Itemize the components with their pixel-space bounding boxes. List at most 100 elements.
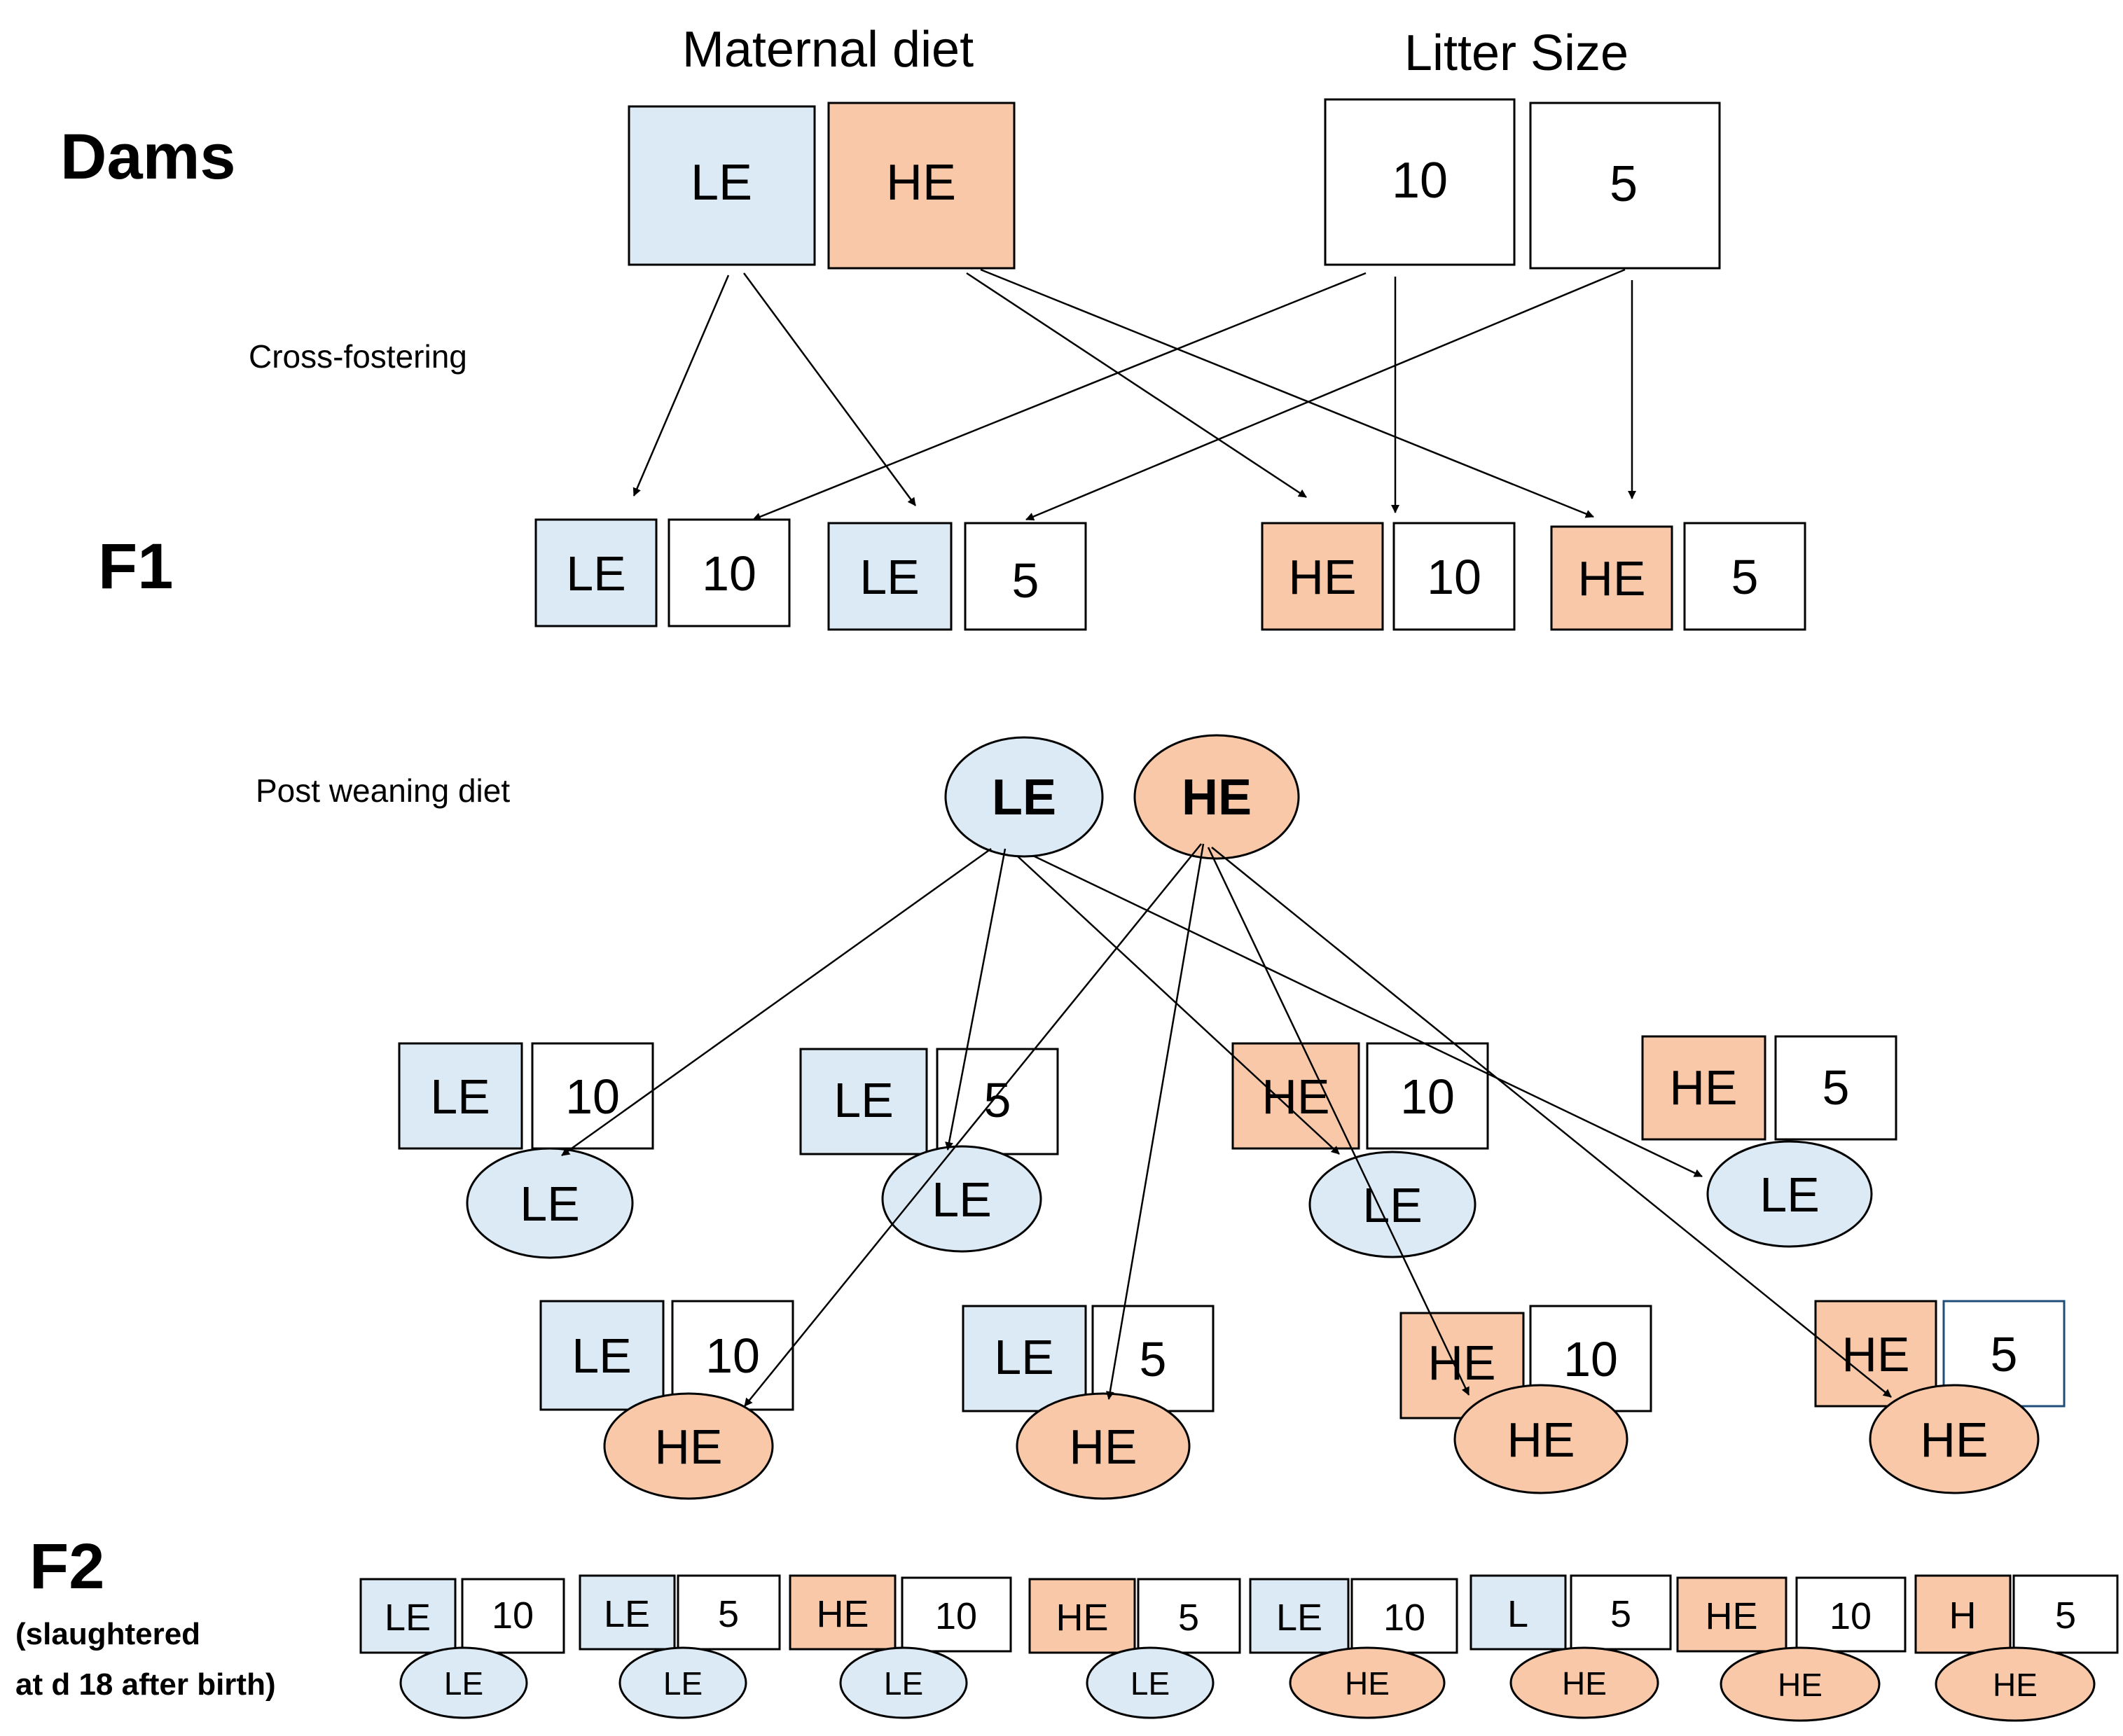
post-weaning-code: HE [1993, 1667, 2038, 1703]
post-weaning-he-node: HE [1133, 734, 1300, 860]
f2-group: LE 10 HE [1249, 1578, 1458, 1719]
f1-group: HE 5 [1550, 522, 1806, 631]
f2-group: LE 5 LE [579, 1574, 781, 1719]
litter-size: 5 [1178, 1597, 1199, 1639]
diet-code: HE [1841, 1327, 1909, 1382]
f2-note-line1: (slaughtered [15, 1617, 200, 1651]
arrow-pw-le-to-le5 [945, 848, 1007, 1151]
diet-code: HE [1261, 1069, 1329, 1124]
post-weaning-code: LE [663, 1665, 703, 1702]
diet-code: HE [816, 1593, 869, 1635]
diet-code: HE [1056, 1597, 1108, 1639]
diet-code: LE [572, 1328, 632, 1383]
litter-size: 5 [2055, 1595, 2076, 1637]
diet-code: LE [385, 1597, 431, 1639]
post-weaning-he-arrows [744, 843, 1892, 1407]
post-weaning-code: LE [1130, 1665, 1170, 1702]
litter-size: 5 [984, 1073, 1011, 1127]
arrow-pw-he-to-he5 [1211, 847, 1892, 1398]
diet-code: LE [566, 546, 626, 601]
post-weaning-diet-label: Post weaning diet [256, 772, 510, 809]
f1-le-post-group: LE 10 LE [398, 1042, 654, 1259]
f2-label: F2 [29, 1531, 104, 1602]
litter-size: 5 [1140, 1332, 1167, 1387]
arrow-pw-le-to-he5 [1032, 854, 1703, 1178]
post-weaning-code: HE [1778, 1667, 1823, 1703]
post-weaning-code: HE [1562, 1665, 1607, 1702]
litter-size: 10 [705, 1328, 760, 1383]
arrow-dam-he-to-f1-he5 [980, 268, 1594, 518]
dams-label: Dams [60, 121, 236, 193]
litter-size: 5 [718, 1593, 739, 1635]
post-weaning-he-text: HE [1182, 770, 1252, 826]
diet-code: LE [994, 1330, 1054, 1384]
f2-group: HE 10 LE [789, 1574, 1012, 1719]
arrow-dam-le-to-f1-le5 [742, 272, 917, 506]
f1-group: LE 5 [827, 522, 1087, 631]
litter-size: 10 [565, 1069, 620, 1124]
post-weaning-code: LE [444, 1665, 483, 1702]
diet-code: HE [1705, 1595, 1757, 1637]
diet-code: LE [1276, 1597, 1322, 1639]
f1-label: F1 [98, 531, 173, 602]
arrow-dam-le-to-f1-le10 [632, 275, 730, 497]
diet-code: HE [1669, 1060, 1737, 1115]
litter-size: 10 [492, 1595, 534, 1637]
post-weaning-le-node: LE [944, 736, 1104, 858]
f1-he-post-group: LE 10 HE [539, 1300, 794, 1500]
arrow-pw-he-to-he10 [1207, 847, 1470, 1396]
arrow-pw-le-to-le10 [561, 847, 992, 1157]
post-weaning-le-arrows [561, 847, 1703, 1178]
diet-code: LE [859, 550, 920, 604]
dam-litter-10-text: 10 [1392, 153, 1448, 209]
dam-litter-5-box: 5 [1529, 102, 1721, 270]
post-weaning-code: LE [520, 1176, 580, 1231]
cross-fostering-arrows [632, 268, 1636, 521]
litter-size: 10 [1563, 1332, 1618, 1387]
post-weaning-code: HE [654, 1419, 722, 1474]
diet-code: LE [604, 1593, 650, 1635]
litter-size-heading: Litter Size [1404, 25, 1628, 81]
litter-size: 5 [1823, 1060, 1850, 1115]
maternal-diet-heading: Maternal diet [682, 22, 974, 78]
litter-size: 5 [1991, 1327, 2018, 1382]
f1-he-post-group: LE 5 HE [962, 1305, 1215, 1500]
litter-size: 5 [1610, 1593, 1631, 1635]
arrow-dam-5-to-f1-le5 [1025, 268, 1626, 521]
f1-he-post-group: HE 10 HE [1399, 1305, 1652, 1494]
diet-code: HE [1288, 550, 1356, 604]
post-weaning-code: LE [884, 1665, 923, 1702]
diet-code: LE [834, 1073, 894, 1127]
post-weaning-code: HE [1069, 1419, 1137, 1474]
post-weaning-code: LE [1759, 1167, 1820, 1222]
dam-diet-he-text: HE [886, 155, 956, 211]
arrow-pw-he-to-le5 [1105, 843, 1205, 1400]
dam-diet-le-text: LE [691, 155, 752, 211]
diet-code: L [1507, 1593, 1528, 1635]
f1-he-post-group: HE 5 HE [1814, 1300, 2066, 1494]
litter-size: 10 [1830, 1595, 1872, 1637]
post-weaning-le-text: LE [992, 770, 1056, 826]
arrow-dam-he-to-f1-he10 [966, 272, 1307, 499]
post-weaning-code: HE [1920, 1412, 1988, 1467]
f2-group: H 5 HE [1914, 1574, 2119, 1722]
post-weaning-code: LE [932, 1172, 992, 1227]
cross-fostering-label: Cross-fostering [249, 338, 467, 375]
dam-diet-he-box: HE [827, 102, 1016, 270]
f2-group: LE 10 LE [359, 1578, 565, 1719]
post-weaning-code: HE [1345, 1665, 1390, 1702]
f1-le-post-group: HE 5 LE [1641, 1035, 1897, 1248]
f1-le-post-group: LE 5 LE [799, 1048, 1059, 1253]
f2-group: HE 10 HE [1676, 1576, 1907, 1722]
arrow-pw-le-to-he10 [1016, 855, 1340, 1155]
f1-le-post-group: HE 10 LE [1231, 1042, 1489, 1258]
arrow-pw-he-to-le10 [744, 843, 1202, 1407]
dam-litter-10-box: 10 [1324, 98, 1516, 266]
post-weaning-code: LE [1362, 1178, 1423, 1232]
diet-code: LE [430, 1069, 490, 1124]
f1-group: LE 10 [534, 518, 791, 627]
f2-group: L 5 HE [1469, 1574, 1672, 1719]
litter-size: 10 [1383, 1597, 1425, 1639]
litter-size: 10 [1400, 1069, 1455, 1124]
